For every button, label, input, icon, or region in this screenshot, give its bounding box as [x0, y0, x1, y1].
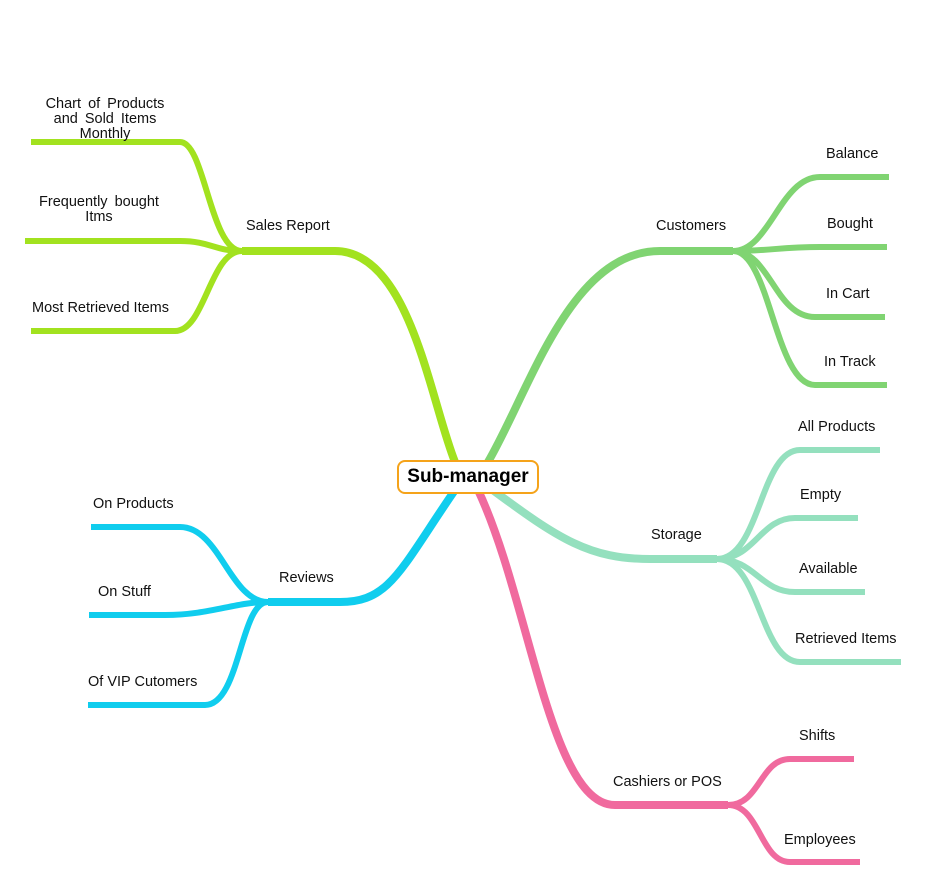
node-reviews-vip[interactable]: Of VIP Cutomers: [88, 674, 198, 690]
edge-reviews-on-products: [91, 524, 269, 605]
node-cashiers[interactable]: Cashiers or POS: [613, 774, 722, 790]
node-sales-report[interactable]: Sales Report: [246, 218, 330, 234]
edge-cashiers-employees: [727, 802, 860, 865]
node-cashiers-employees[interactable]: Employees: [784, 832, 856, 848]
edge-customers-bought: [732, 244, 887, 254]
edge-center-cashiers: [474, 488, 728, 809]
node-cashiers-shifts[interactable]: Shifts: [799, 728, 836, 744]
edge-storage-empty: [716, 515, 858, 562]
edge-customers-in-cart: [732, 248, 885, 320]
node-storage-empty[interactable]: Empty: [800, 487, 842, 503]
node-sales-most-retrieved[interactable]: Most Retrieved Items: [32, 300, 169, 316]
node-sales-chart[interactable]: Chart of Products and Sold Items Monthly: [45, 96, 165, 142]
node-storage-retrieved[interactable]: Retrieved Items: [795, 631, 897, 647]
edge-storage-all-products: [716, 447, 880, 562]
branch-storage: [487, 447, 901, 665]
node-storage-available[interactable]: Available: [799, 561, 858, 577]
node-reviews[interactable]: Reviews: [279, 570, 334, 586]
edge-customers-in-track: [732, 248, 887, 388]
node-storage[interactable]: Storage: [651, 527, 702, 543]
edge-sales-chart: [31, 139, 243, 254]
edge-cashiers-shifts: [727, 756, 854, 808]
branch-cashiers: [474, 488, 860, 865]
node-customers[interactable]: Customers: [656, 218, 727, 234]
edge-center-reviews: [268, 487, 459, 606]
node-reviews-on-products[interactable]: On Products: [93, 496, 174, 512]
center-node[interactable]: Sub-manager: [397, 460, 539, 494]
edge-center-storage: [487, 484, 717, 563]
edge-reviews-on-stuff: [89, 599, 269, 618]
node-customers-in-cart[interactable]: In Cart: [826, 286, 870, 302]
branch-customers: [484, 174, 889, 465]
node-sales-frequently[interactable]: Frequently bought Itms: [39, 194, 159, 225]
edge-storage-retrieved: [716, 556, 901, 665]
edge-sales-most-retrieved: [31, 248, 243, 334]
node-customers-balance[interactable]: Balance: [826, 146, 879, 162]
branch-reviews: [88, 487, 459, 708]
edge-sales-frequently: [25, 238, 243, 254]
edge-customers-balance: [732, 174, 889, 254]
edge-center-sales-report: [242, 247, 459, 464]
edge-reviews-vip: [88, 599, 269, 708]
node-reviews-on-stuff[interactable]: On Stuff: [98, 584, 151, 600]
node-storage-all-products[interactable]: All Products: [798, 419, 876, 435]
node-customers-bought[interactable]: Bought: [827, 216, 873, 232]
branch-sales-report: [25, 139, 459, 464]
edge-center-customers: [484, 247, 733, 465]
node-customers-in-track[interactable]: In Track: [824, 354, 876, 370]
